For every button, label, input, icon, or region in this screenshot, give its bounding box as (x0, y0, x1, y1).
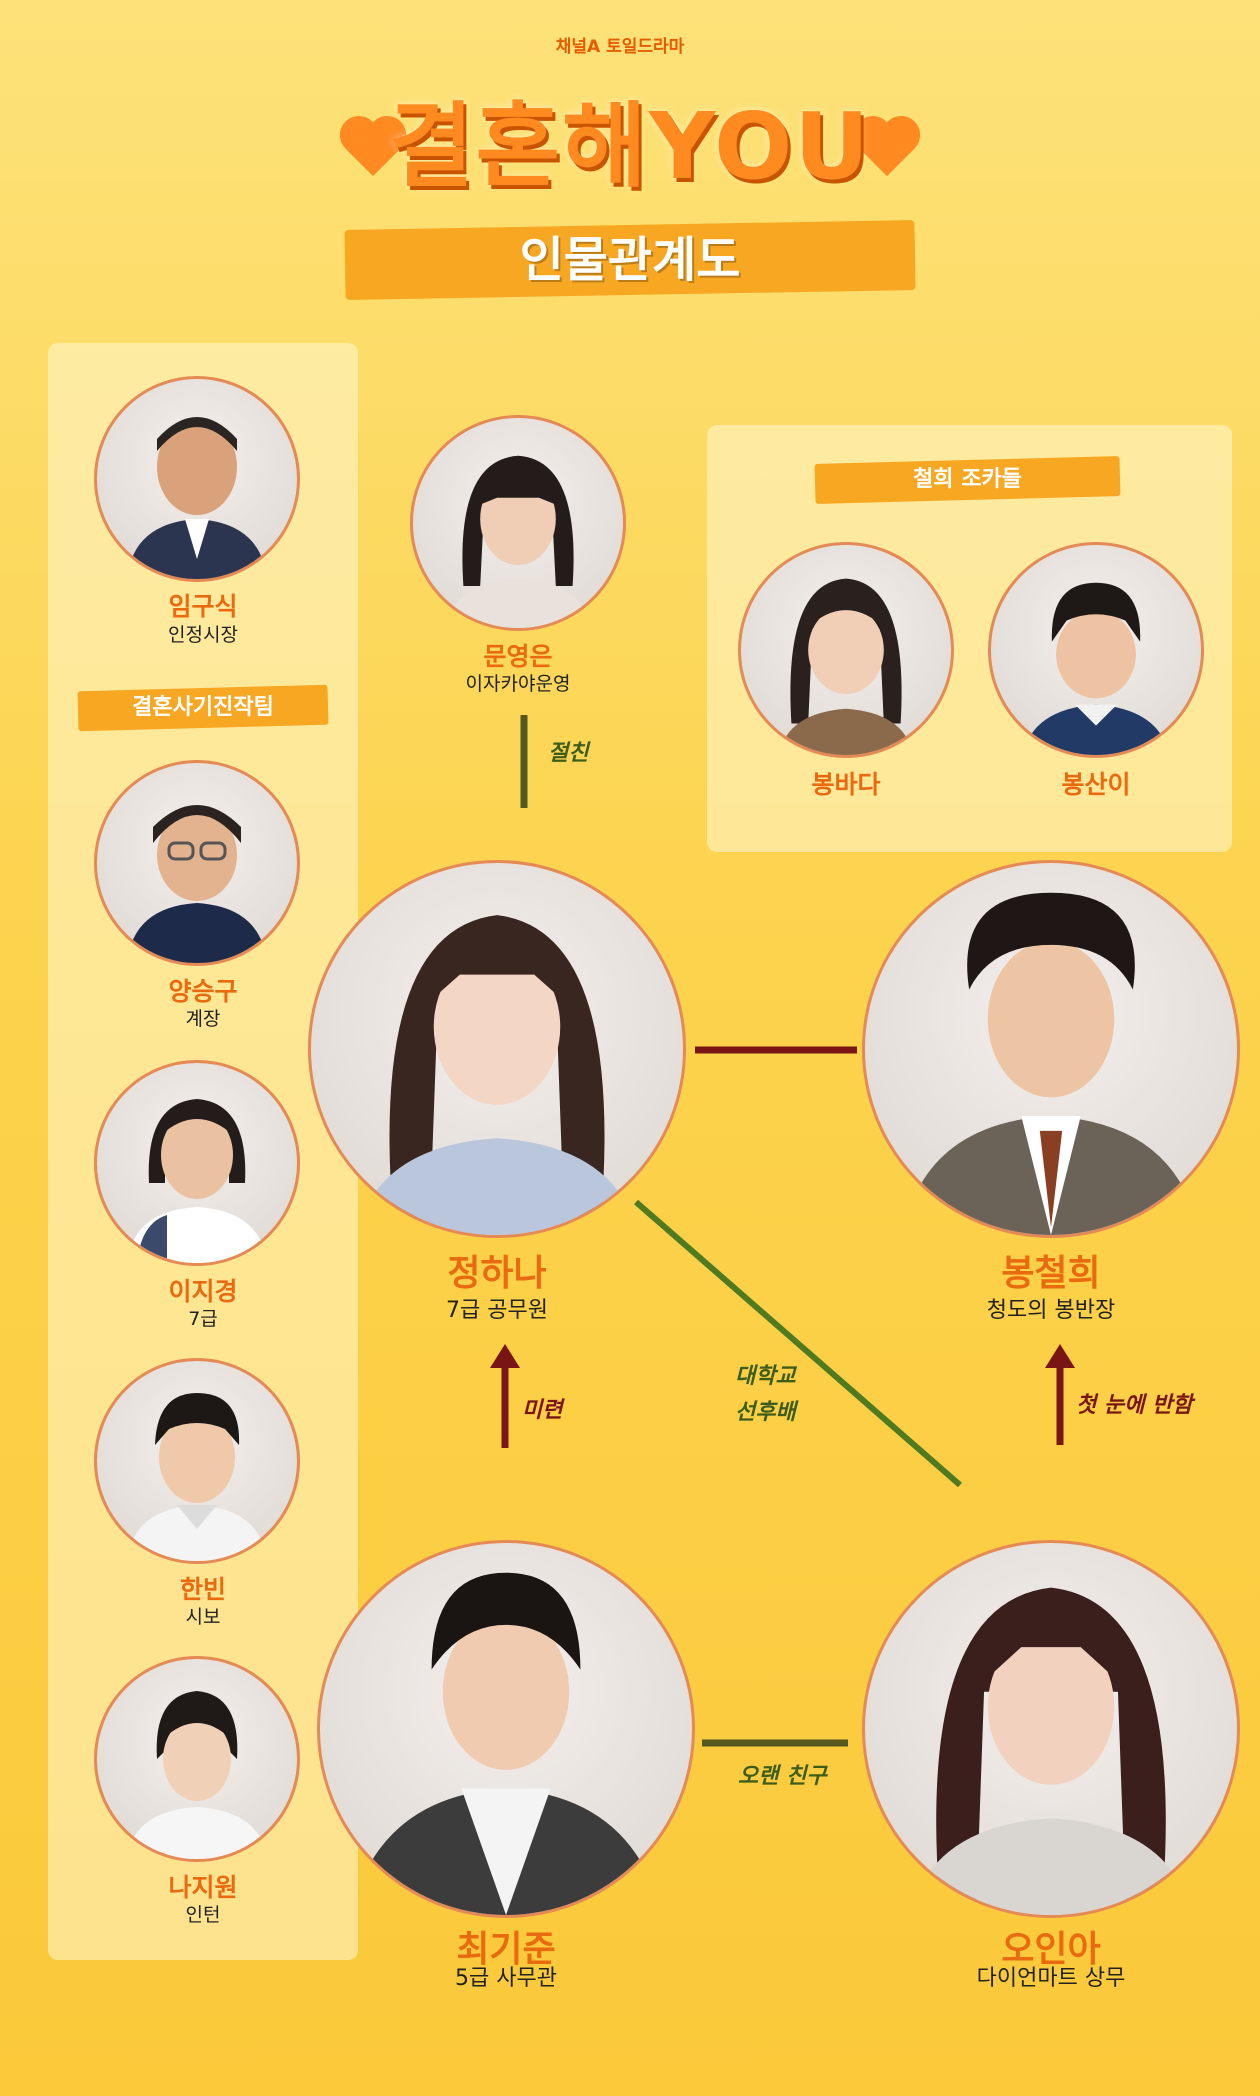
nephews-label: 철희 조카들 (913, 467, 1022, 492)
portrait-oh-ina (862, 1540, 1240, 1918)
role-lee-jigyeong: 7급 (188, 1308, 218, 1330)
role-jeong-hana: 7급 공무원 (446, 1298, 548, 1323)
name-han-bin: 한빈 (179, 1575, 226, 1604)
portrait-choi-gijun (317, 1540, 695, 1918)
name-moon-yeongeun: 문영은 (483, 642, 553, 671)
relation-college-2: 선후배 (735, 1400, 796, 1425)
portrait-jeong-hana (308, 860, 686, 1238)
role-oh-ina: 다이언마트 상무 (976, 1966, 1126, 1991)
channel-label: 채널A 토일드라마 (555, 37, 685, 57)
portrait-moon-yeongeun (410, 415, 626, 631)
name-choi-gijun: 최기준 (456, 1929, 556, 1970)
team-label: 결혼사기진작팀 (132, 695, 274, 720)
arrow-lingering-head (490, 1344, 520, 1368)
name-bong-cheolhui: 봉철희 (1001, 1253, 1101, 1294)
role-moon-yeongeun: 이자카야운영 (465, 673, 571, 695)
portrait-yang-seunggu (94, 760, 300, 966)
name-im-gusik: 임구식 (168, 592, 238, 621)
page-title: 인물관계도 (519, 232, 741, 288)
role-han-bin: 시보 (185, 1606, 221, 1628)
relation-lingering: 미련 (522, 1398, 563, 1423)
relation-college-1: 대학교 (735, 1364, 796, 1389)
name-oh-ina: 오인아 (1001, 1929, 1101, 1970)
name-na-jiwon: 나지원 (168, 1873, 238, 1902)
line-college (634, 1199, 962, 1488)
portrait-lee-jigyeong (94, 1060, 300, 1266)
arrow-first-sight-head (1045, 1344, 1075, 1368)
name-jeong-hana: 정하나 (447, 1253, 547, 1294)
relation-friend: 절친 (548, 741, 589, 766)
portrait-han-bin (94, 1358, 300, 1564)
role-yang-seunggu: 계장 (185, 1008, 221, 1030)
portrait-bong-cheolhui (862, 860, 1240, 1238)
relation-old-friend: 오랜 친구 (738, 1764, 827, 1789)
portrait-bong-sani (988, 542, 1204, 758)
role-bong-cheolhui: 청도의 봉반장 (986, 1298, 1116, 1323)
portrait-na-jiwon (94, 1656, 300, 1862)
role-choi-gijun: 5급 사무관 (455, 1966, 557, 1991)
role-na-jiwon: 인턴 (185, 1904, 221, 1926)
relation-first-sight: 첫 눈에 반함 (1076, 1393, 1193, 1418)
name-yang-seunggu: 양승구 (168, 977, 238, 1006)
name-bong-sani: 봉산이 (1061, 770, 1131, 799)
portrait-im-gusik (94, 376, 300, 582)
name-lee-jigyeong: 이지경 (168, 1277, 238, 1306)
drama-title-logo: 결혼해YOU (388, 93, 872, 200)
portrait-bong-bada (738, 542, 954, 758)
name-bong-bada: 봉바다 (811, 770, 881, 799)
role-im-gusik: 인정시장 (168, 624, 238, 646)
